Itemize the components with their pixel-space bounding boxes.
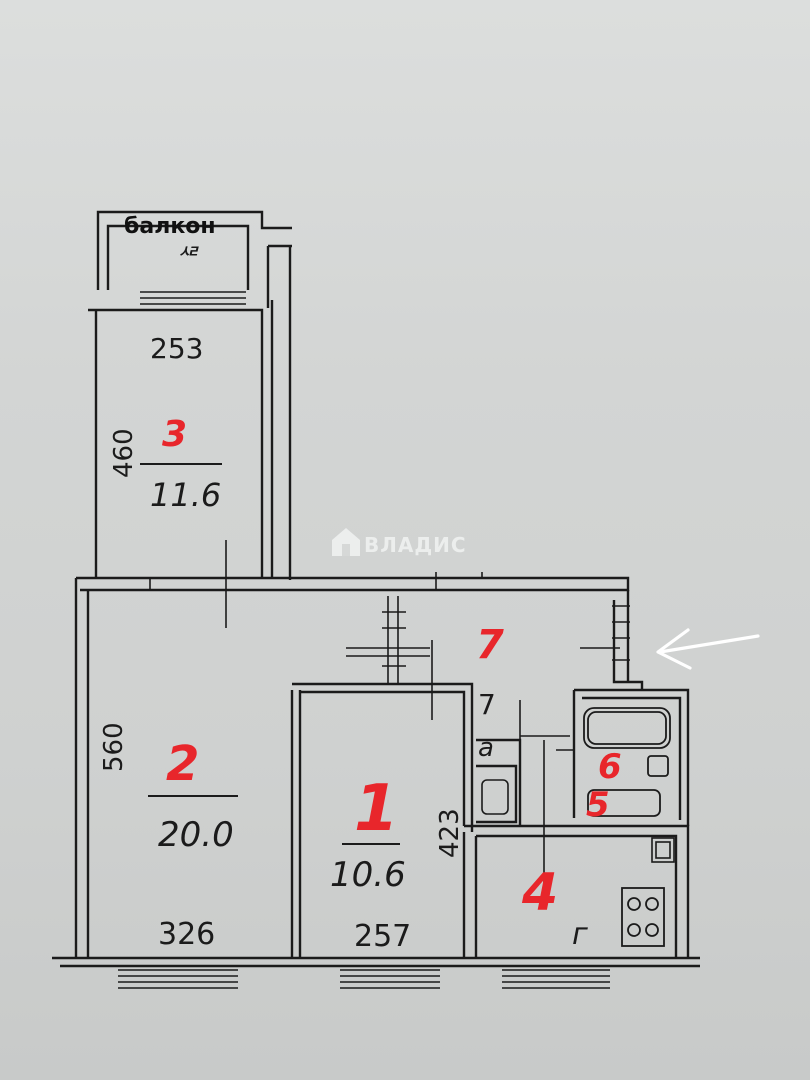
room-3-width: 253 [150, 332, 203, 365]
hall-mark-a: а [478, 733, 494, 763]
room-2-length: 560 [99, 722, 129, 772]
room-5-number: 5 [586, 785, 610, 825]
svg-text:ВЛАДИС: ВЛАДИС [364, 533, 467, 557]
balcony [96, 210, 292, 580]
window-room-2 [118, 969, 238, 989]
room-7-number: 7 [476, 622, 504, 668]
window-room-4 [502, 969, 610, 989]
walls [52, 300, 700, 968]
balcony-door [140, 291, 246, 305]
room-3-number: 3 [162, 414, 187, 455]
room-6-number: 6 [598, 747, 622, 787]
room-3-length: 460 [109, 428, 139, 478]
arrow-icon [656, 628, 760, 670]
toilet [481, 779, 509, 815]
room-4-number: 4 [521, 863, 558, 923]
balcony-handwritten-mark: ᄰ [174, 243, 199, 273]
room-2-width: 326 [158, 917, 215, 952]
bathtub [583, 707, 671, 817]
room-2-area: 20.0 [158, 815, 234, 855]
room-2-number: 2 [166, 736, 199, 792]
area-fraction-lines [140, 463, 400, 845]
room-1-number: 1 [354, 772, 399, 846]
door-marks [149, 540, 630, 900]
room-3-area: 11.6 [150, 476, 221, 514]
balcony-label: балкон [124, 214, 216, 239]
stove [621, 887, 665, 947]
house-icon [332, 528, 360, 556]
hall-mark-7: 7 [478, 688, 496, 721]
room-1-area: 10.6 [330, 855, 406, 895]
windows [118, 969, 610, 989]
window-room-1 [340, 969, 440, 989]
room-1-length: 423 [435, 808, 465, 858]
kitchen-mark: г [572, 917, 588, 952]
kitchen-sink [651, 837, 675, 863]
room-1-width: 257 [354, 919, 411, 954]
watermark: ВЛАДИС [332, 528, 467, 557]
